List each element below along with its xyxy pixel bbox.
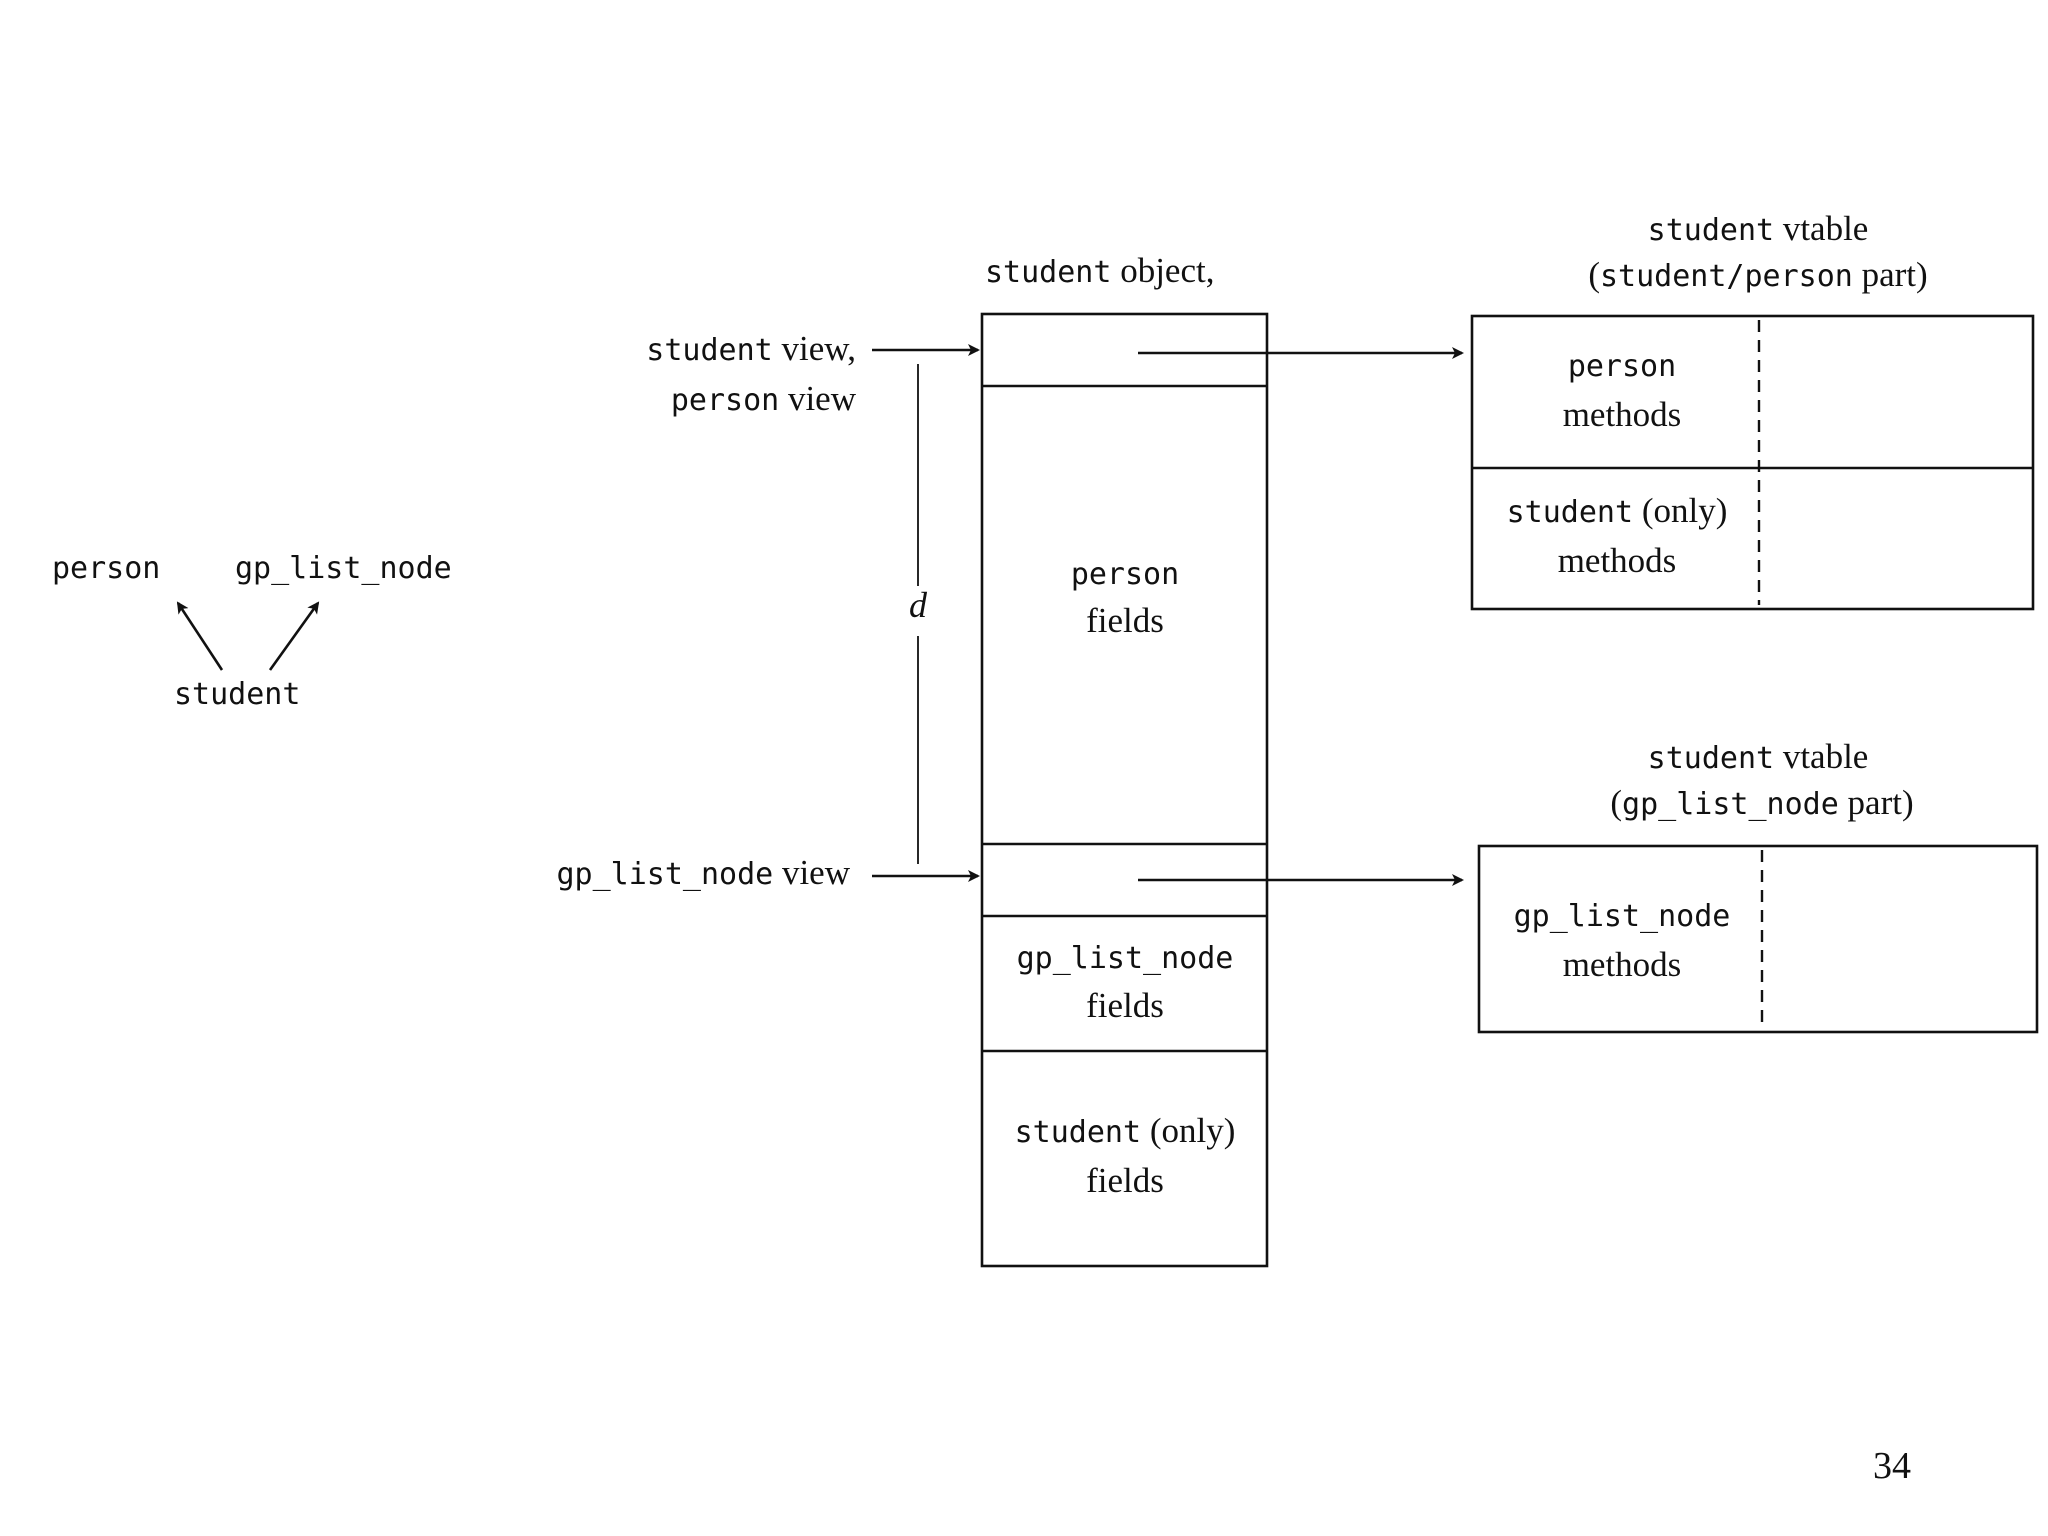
view-pointers: student view, person view gp_list_node v… — [556, 329, 980, 892]
gp-list-node-view-label: gp_list_node view — [556, 853, 850, 892]
svg-text:methods: methods — [1558, 541, 1677, 580]
vtable-row-person-methods: person methods — [1563, 349, 1682, 434]
object-title: student object, — [985, 251, 1214, 290]
svg-text:gp_list_node: gp_list_node — [1017, 941, 1234, 976]
vtable-gp-title-line2: (gp_list_node part) — [1610, 783, 1913, 822]
svg-text:student (only): student (only) — [1507, 491, 1728, 530]
svg-text:person: person — [1071, 557, 1179, 592]
vtable-outline — [1470, 314, 2035, 611]
vtable-gp-title-line1: student vtable — [1648, 737, 1869, 776]
student-only-fields-section: student (only) fields — [1015, 1111, 1236, 1200]
page-number: 34 — [1873, 1445, 1911, 1487]
student-view-label: student view, — [646, 329, 856, 368]
svg-text:fields: fields — [1086, 1161, 1164, 1200]
student-object: student object, person fields gp_list_no… — [980, 251, 1269, 1268]
inherit-arrow-gp-list-node — [268, 601, 320, 671]
svg-text:gp_list_node: gp_list_node — [1514, 899, 1731, 934]
vtable-gp-list-node-part: student vtable (gp_list_node part) gp_li… — [1477, 737, 2039, 1034]
vtable-row-student-methods: student (only) methods — [1507, 491, 1728, 580]
vtable-title-line1: student vtable — [1648, 209, 1869, 248]
vtable-gp-outline — [1477, 844, 2039, 1034]
svg-text:fields: fields — [1086, 601, 1164, 640]
inherit-arrow-person — [176, 601, 224, 671]
svg-text:student (only): student (only) — [1015, 1111, 1236, 1150]
person-fields-section: person fields — [1071, 557, 1179, 640]
gp-list-node-fields-section: gp_list_node fields — [1017, 941, 1234, 1025]
vtable-person-part: student vtable (student/person part) per… — [1470, 209, 2035, 611]
vtable-title-line2: (student/person part) — [1588, 255, 1927, 294]
person-view-label: person view — [671, 379, 857, 418]
parent-class-gp-list-node: gp_list_node — [235, 551, 452, 586]
svg-text:methods: methods — [1563, 945, 1682, 984]
object-outline — [980, 312, 1269, 1268]
child-class-student: student — [174, 677, 300, 712]
parent-class-person: person — [52, 551, 160, 586]
svg-text:person: person — [1568, 349, 1676, 384]
svg-text:fields: fields — [1086, 986, 1164, 1025]
offset-d-label: d — [909, 585, 928, 625]
svg-text:methods: methods — [1563, 395, 1682, 434]
inheritance-hierarchy: person gp_list_node student — [52, 551, 452, 712]
vtable-row-gp-list-node-methods: gp_list_node methods — [1514, 899, 1731, 984]
